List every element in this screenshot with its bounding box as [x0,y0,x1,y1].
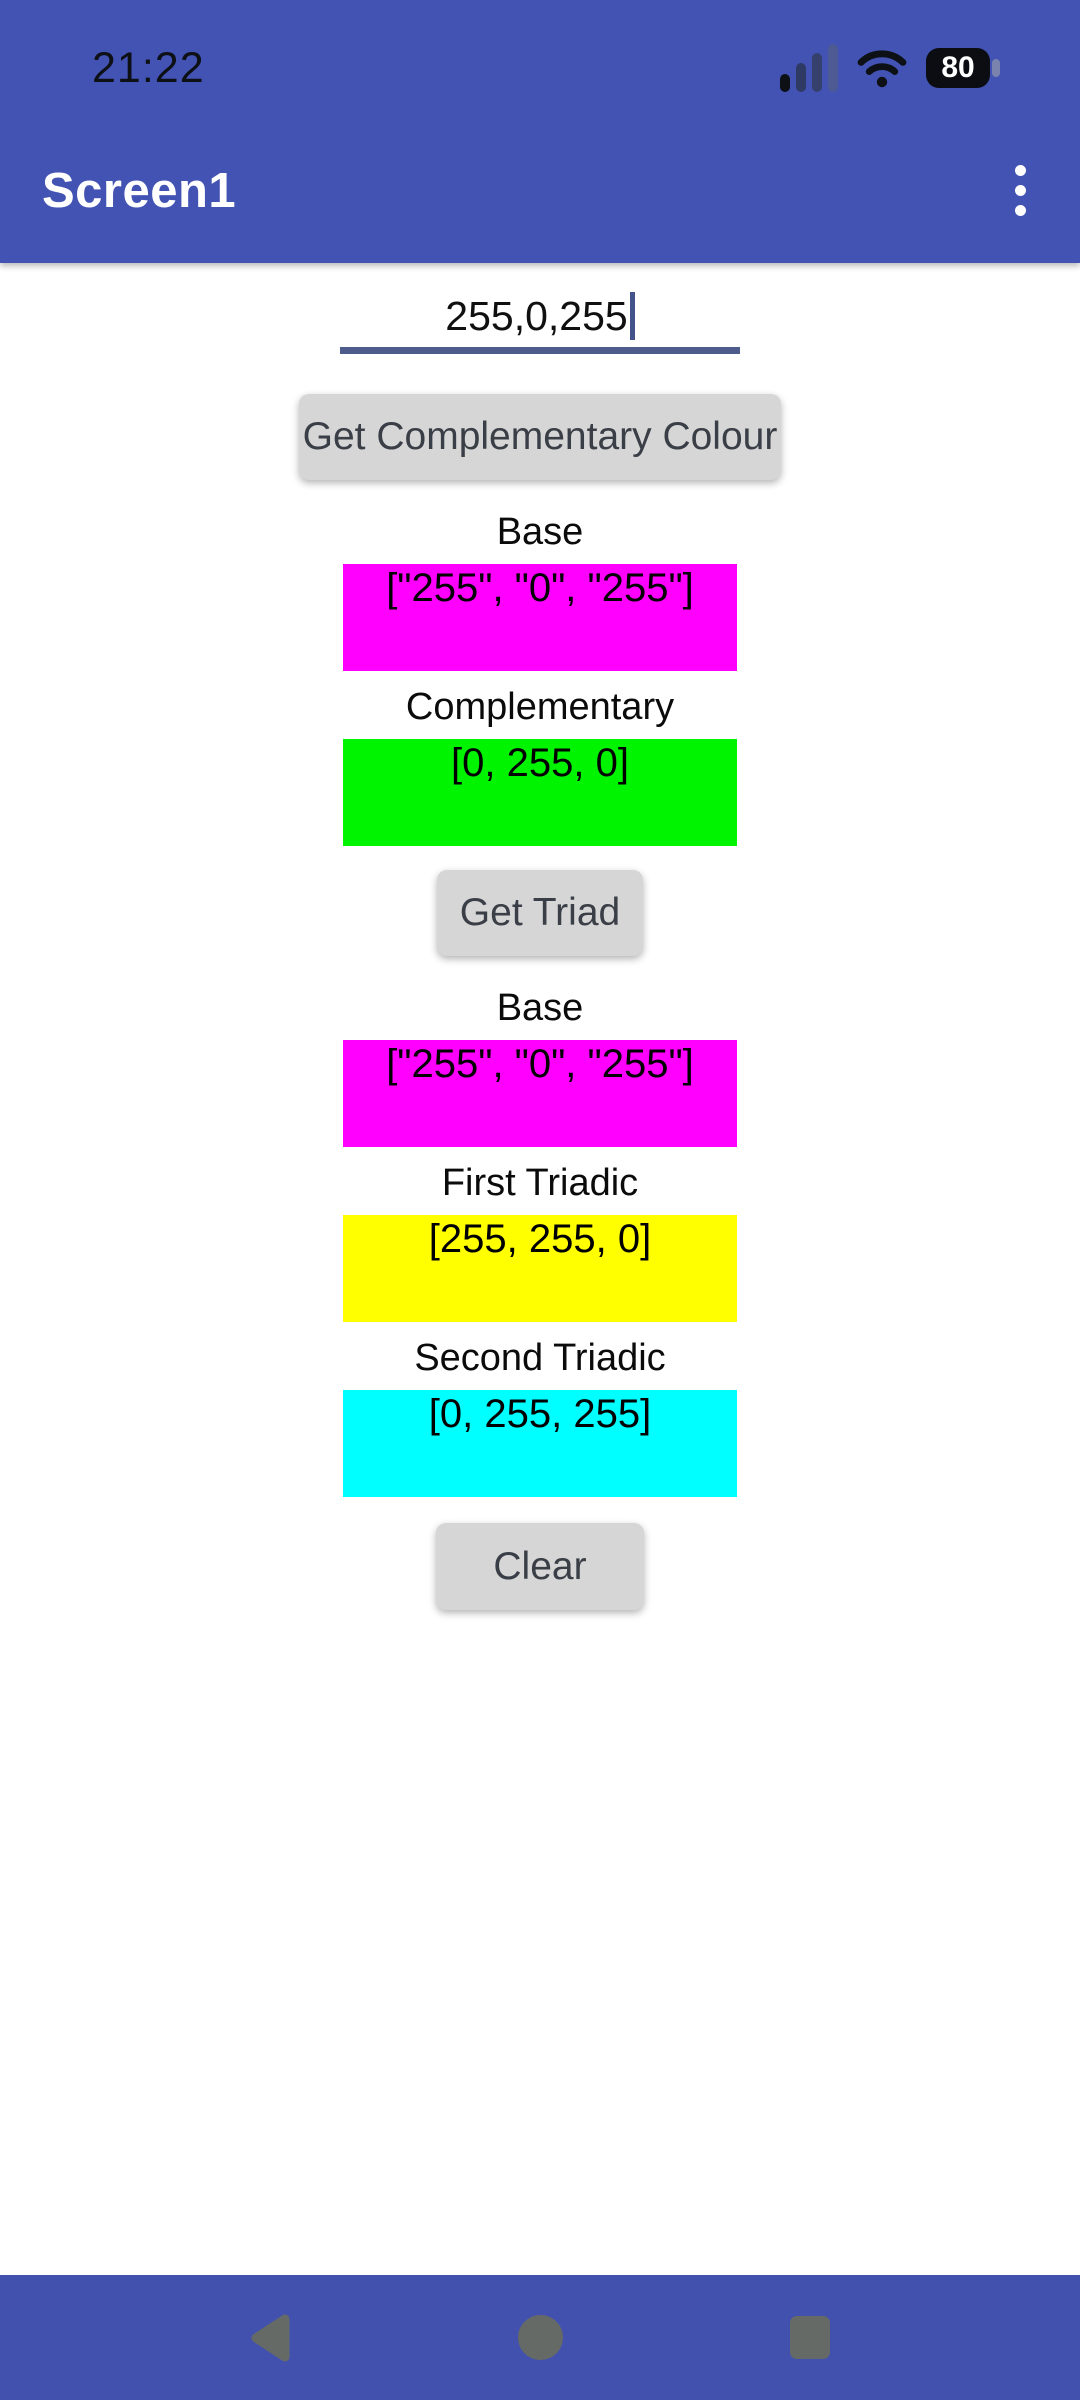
triad-base-label: Base [496,987,584,1029]
clear-button[interactable]: Clear [436,1523,644,1610]
rgb-input-value: 255,0,255 [445,292,628,339]
get-triad-button[interactable]: Get Triad [437,870,643,956]
complementary-swatch: [0, 255, 0] [343,739,737,846]
nav-bar [0,2275,1080,2400]
triad-base-swatch: ["255", "0", "255"] [343,1040,737,1147]
status-icons: 80 [780,44,1000,92]
base-label: Base [496,511,584,553]
first-triadic-swatch: [255, 255, 0] [343,1215,737,1322]
second-triadic-swatch: [0, 255, 255] [343,1390,737,1497]
home-icon[interactable] [516,2314,564,2362]
text-caret [629,292,635,340]
battery-cap [992,59,1000,77]
get-complementary-button[interactable]: Get Complementary Colour [299,394,781,480]
status-bar: 21:22 80 [0,0,1080,118]
recents-icon[interactable] [786,2314,834,2362]
rgb-input[interactable]: 255,0,255 [340,285,740,354]
battery-icon: 80 [926,48,1000,88]
battery-percent: 80 [941,51,975,84]
app-bar: Screen1 [0,118,1080,263]
kebab-menu-icon[interactable] [1007,157,1034,224]
app-title: Screen1 [42,163,237,218]
base-swatch-value: ["255", "0", "255"] [386,566,694,610]
base-swatch: ["255", "0", "255"] [343,564,737,671]
back-icon[interactable] [246,2314,294,2362]
triad-base-swatch-value: ["255", "0", "255"] [386,1042,694,1086]
first-triadic-swatch-value: [255, 255, 0] [428,1217,652,1261]
top-bars: 21:22 80 Screen1 [0,0,1080,263]
second-triadic-swatch-value: [0, 255, 255] [428,1392,652,1436]
complementary-swatch-value: [0, 255, 0] [451,741,629,785]
wifi-icon [857,50,907,88]
second-triadic-label: Second Triadic [414,1337,666,1379]
status-time: 21:22 [92,43,205,92]
first-triadic-label: First Triadic [441,1162,639,1204]
complementary-label: Complementary [405,686,675,728]
content: 255,0,255 Get Complementary Colour Base … [0,263,1080,1610]
signal-strength-icon [780,44,838,92]
